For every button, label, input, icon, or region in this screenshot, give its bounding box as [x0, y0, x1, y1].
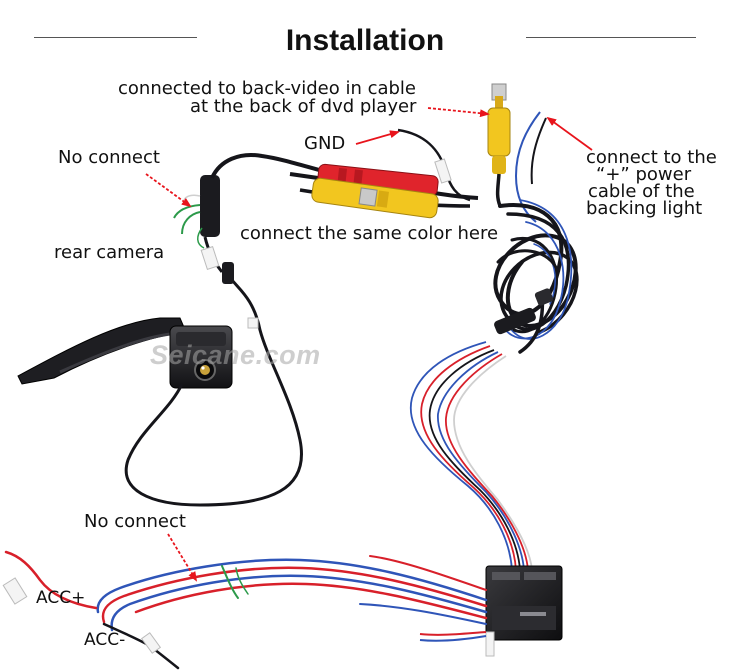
- back-video-plug: [487, 83, 511, 207]
- page-title: Installation: [285, 24, 445, 57]
- title-rule-right: [526, 37, 696, 38]
- wire-bundle: [409, 341, 533, 571]
- label-acc-minus: ACC-: [84, 630, 126, 650]
- label-no-connect-top: No connect: [58, 147, 160, 168]
- green-wire: [173, 204, 201, 219]
- label-power-line3: cable of the: [588, 181, 695, 202]
- camera-cable-loop: [124, 279, 303, 507]
- label-power-line2: “+” power: [596, 164, 692, 185]
- label-acc-plus: ACC+: [36, 588, 86, 608]
- arrow-no-connect-bottom: [167, 533, 198, 582]
- label-back-video-line2: at the back of dvd player: [190, 96, 417, 117]
- title-rule-left: [34, 37, 197, 38]
- camera-plug: [173, 175, 234, 284]
- acc-harness: [2, 550, 488, 670]
- arrow-power: [546, 116, 593, 151]
- label-back-video-line1: connected to back-video in cable: [118, 78, 417, 99]
- label-no-connect-bottom: No connect: [84, 511, 186, 532]
- arrow-gnd: [355, 130, 400, 145]
- control-box: [419, 565, 563, 657]
- arrow-no-connect-top: [145, 173, 192, 208]
- label-power-line4: backing light: [586, 198, 703, 219]
- cable-coil: [493, 199, 579, 354]
- label-gnd: GND: [304, 133, 346, 154]
- annotation-arrows: [145, 107, 593, 582]
- rca-connectors: [289, 163, 439, 219]
- label-power-line1: connect to the: [586, 147, 717, 168]
- camera-bracket: [17, 317, 187, 385]
- green-wire-bottom: [221, 565, 239, 599]
- watermark: Seicane.com: [150, 340, 321, 370]
- label-rear-camera: rear camera: [54, 242, 165, 263]
- rear-camera-unit: [17, 317, 233, 389]
- arrow-back-video: [427, 107, 490, 118]
- coil-plug: [494, 288, 554, 335]
- label-same-color: connect the same color here: [240, 223, 499, 244]
- acc-plus-wire: [4, 550, 98, 610]
- power-wire-blue: [514, 111, 541, 223]
